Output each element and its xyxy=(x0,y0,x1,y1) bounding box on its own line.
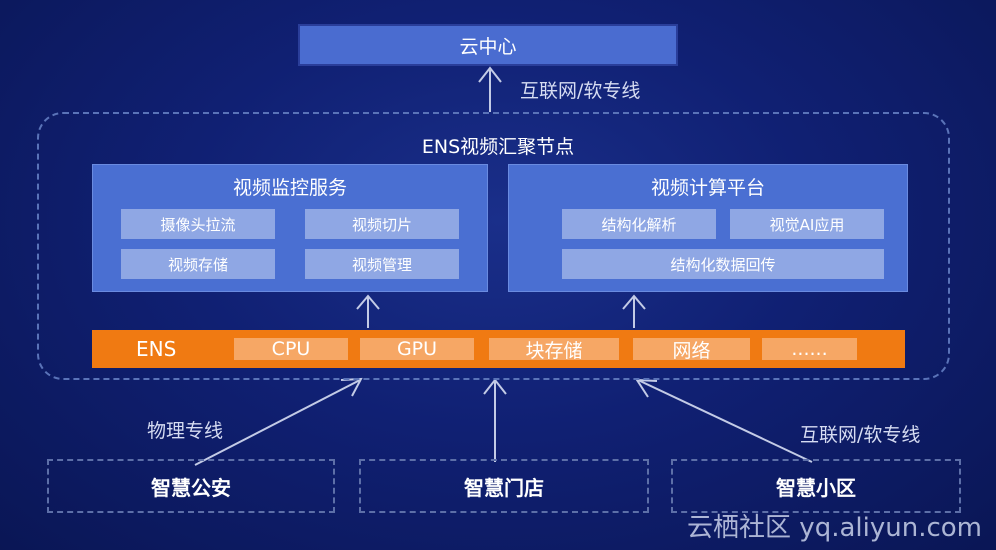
ens-chip-block-storage: 块存储 xyxy=(489,338,619,362)
link-label-physical-line: 物理专线 xyxy=(147,420,224,442)
chip-video-slice: 视频切片 xyxy=(305,209,459,239)
cloud-center-label: 云中心 xyxy=(459,35,517,58)
cloud-center-box: 云中心 xyxy=(298,24,678,66)
site-smart-police-label: 智慧公安 xyxy=(151,475,231,500)
uplink-label: 互联网/软专线 xyxy=(520,80,641,102)
arrow-ens-to-monitoring xyxy=(356,294,380,328)
chip-video-storage: 视频存储 xyxy=(121,249,275,279)
arrow-site-middle xyxy=(483,378,507,462)
ens-chip-cpu: CPU xyxy=(234,338,348,360)
site-smart-community-label: 智慧小区 xyxy=(776,475,856,500)
link-label-internet: 互联网/软专线 xyxy=(800,424,921,446)
ens-node-frame xyxy=(37,112,950,380)
chip-visual-ai: 视觉AI应用 xyxy=(730,209,884,239)
arrow-site-right xyxy=(635,378,813,463)
ens-resource-bar: ENS CPU GPU 块存储 网络 ...... xyxy=(92,330,905,368)
chip-video-management: 视频管理 xyxy=(305,249,459,279)
ens-chip-more: ...... xyxy=(762,338,857,360)
site-smart-store-label: 智慧门店 xyxy=(464,475,544,500)
site-smart-community: 智慧小区 xyxy=(671,459,961,513)
site-smart-store: 智慧门店 xyxy=(359,459,649,513)
watermark: 云栖社区 yq.aliyun.com xyxy=(687,513,982,543)
ens-label: ENS xyxy=(136,337,177,361)
video-monitoring-panel: 视频监控服务 摄像头拉流 视频切片 视频存储 视频管理 xyxy=(92,164,488,292)
arrow-ens-to-computing xyxy=(622,294,646,328)
site-smart-police: 智慧公安 xyxy=(47,459,335,513)
node-title: ENS视频汇聚节点 xyxy=(421,136,575,158)
arrow-node-to-cloud xyxy=(478,66,502,112)
video-computing-title: 视频计算平台 xyxy=(650,177,765,199)
video-computing-panel: 视频计算平台 结构化解析 视觉AI应用 结构化数据回传 xyxy=(508,164,908,292)
chip-structured-parsing: 结构化解析 xyxy=(562,209,716,239)
chip-camera-pull: 摄像头拉流 xyxy=(121,209,275,239)
ens-chip-gpu: GPU xyxy=(360,338,474,360)
video-monitoring-title: 视频监控服务 xyxy=(232,177,347,199)
ens-chip-network: 网络 xyxy=(633,338,750,362)
chip-structured-data-return: 结构化数据回传 xyxy=(562,249,884,279)
